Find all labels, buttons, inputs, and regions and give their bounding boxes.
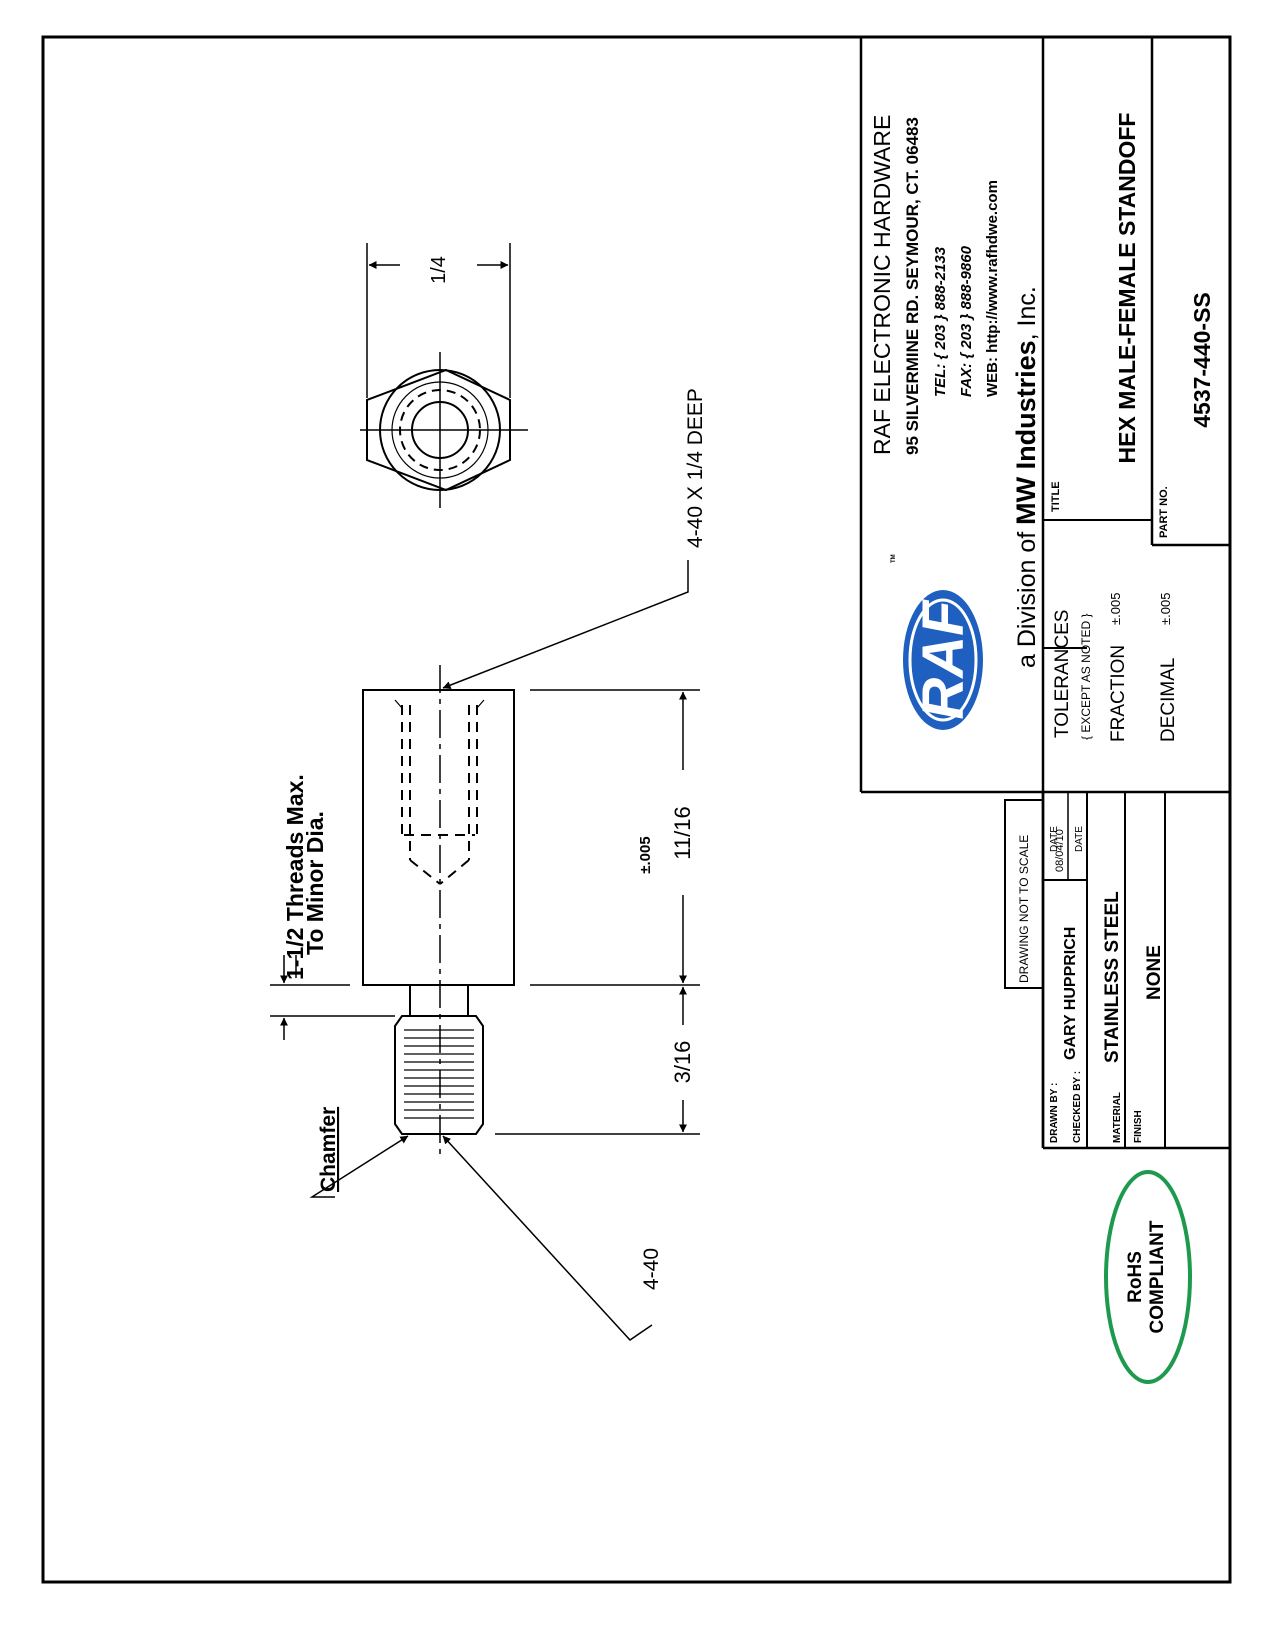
fraction-value: ±.005: [1108, 593, 1123, 625]
body-length-dim: 11/16: [670, 806, 695, 859]
hex-end-view: [360, 243, 528, 508]
threads-note-line1: 1-1/2 Threads Max.: [282, 774, 308, 980]
scale-note: DRAWING NOT TO SCALE: [1017, 835, 1031, 983]
side-view-dimensions: [270, 560, 700, 1341]
part-no-label: PART NO.: [1158, 486, 1170, 538]
division-prefix: a Division of: [1013, 525, 1041, 668]
stud-length-dim: 3/16: [670, 1041, 695, 1084]
decimal-label: DECIMAL: [1158, 658, 1179, 742]
division-name: MW Industries: [1011, 340, 1041, 525]
title-block-frame: [859, 37, 1230, 1150]
company-tel: TEL: { 203 } 888-2133: [932, 246, 949, 397]
part-number: 4537-440-SS: [1189, 292, 1215, 428]
raf-logo-text: RAF: [911, 599, 976, 720]
company-fax: FAX: { 203 } 888-9860: [958, 245, 975, 397]
threads-note-line2: To Minor Dia.: [302, 811, 328, 955]
sheet-border: [41, 35, 1232, 1584]
tolerances-note: { EXCEPT AS NOTED }: [1079, 614, 1093, 741]
company-web: WEB: http://www.rafhdwe.com: [984, 180, 1001, 397]
decimal-value: ±.005: [1158, 593, 1173, 625]
rohs-line2: COMPLIANT: [1147, 1220, 1168, 1333]
finish-label: FINISH: [1133, 1110, 1144, 1143]
rohs-line1: RoHS: [1125, 1251, 1146, 1303]
rohs-badge: RoHS COMPLIANT: [1104, 1170, 1192, 1384]
fraction-label: FRACTION: [1108, 645, 1129, 742]
drawn-date: 08/04/10: [1054, 829, 1066, 872]
raf-logo: RAF TM: [891, 554, 983, 730]
tapped-hole-note: 4-40 X 1/4 DEEP: [684, 388, 707, 548]
checked-by-label: CHECKED BY :: [1072, 1071, 1083, 1143]
chamfer-label: Chamfer: [317, 1107, 340, 1192]
drawing-title: HEX MALE-FEMALE STANDOFF: [1114, 113, 1140, 464]
male-thread-label: 4-40: [640, 1248, 663, 1290]
division-suffix: , Inc.: [1013, 286, 1041, 340]
material-label: MATERIAL: [1112, 1092, 1123, 1143]
standoff-side-view: [362, 665, 515, 1160]
checked-date-label: DATE: [1074, 826, 1085, 852]
division-line: a Division of MW Industries, Inc.: [1011, 286, 1041, 668]
material-value: STAINLESS STEEL: [1102, 891, 1123, 1063]
company-name: RAF ELECTRONIC HARDWARE: [869, 115, 895, 455]
raf-logo-tm: TM: [891, 554, 897, 563]
drawn-by-label: DRAWN BY :: [1049, 1083, 1060, 1143]
hex-width-dim: 1/4: [428, 256, 450, 284]
finish-value: NONE: [1144, 945, 1165, 1000]
company-address: 95 SILVERMINE RD. SEYMOUR, CT. 06483: [903, 117, 922, 455]
body-tolerance: ±.005: [637, 836, 654, 873]
drawn-by-name: GARY HUPPRICH: [1062, 927, 1079, 1060]
drawn-date-label: DATE: [1049, 826, 1060, 852]
title-label: TITLE: [1050, 481, 1062, 512]
tolerances-heading: TOLERANCES: [1052, 610, 1073, 738]
